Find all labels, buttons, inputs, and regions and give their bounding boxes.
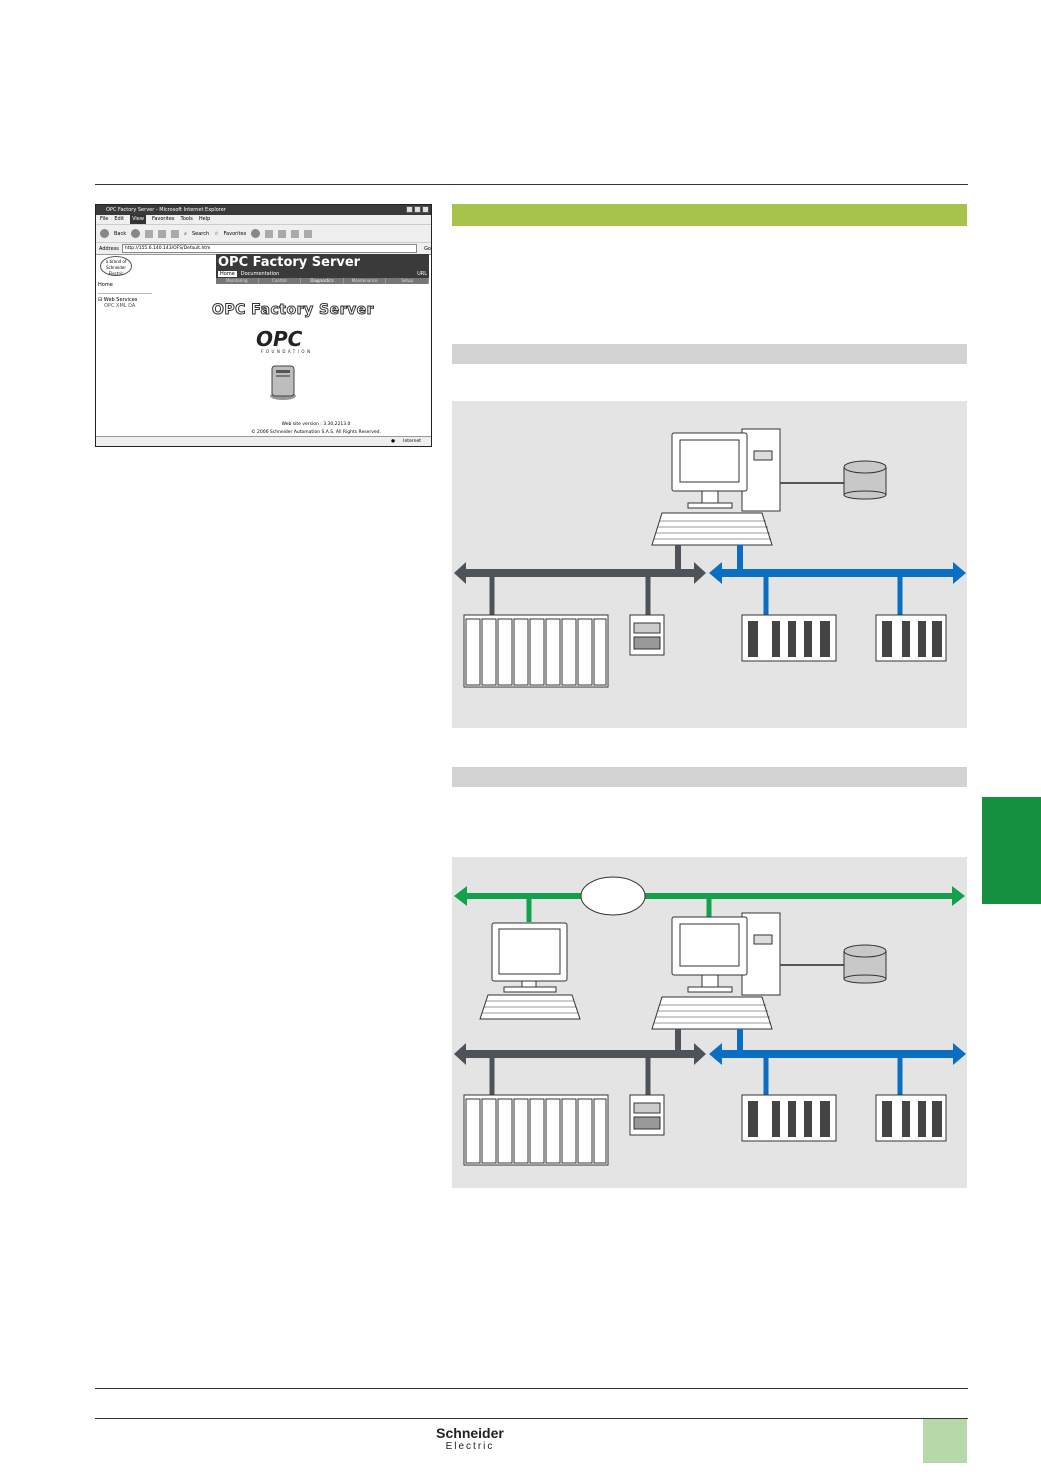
plc-rack <box>463 614 609 688</box>
diagram-1-graphics <box>454 428 966 688</box>
home-icon[interactable] <box>171 229 180 238</box>
compact-plc-1 <box>741 614 837 662</box>
copyright-text: © 2006 Schneider Automation S.A.S. All R… <box>251 430 381 435</box>
favorites-icon[interactable]: ☆ <box>214 230 219 237</box>
architecture-diagram-1 <box>452 401 967 728</box>
maximize-icon[interactable] <box>414 206 421 213</box>
subsection-bar-2 <box>452 767 967 787</box>
blue-network-bus <box>709 1043 966 1065</box>
brand-line-1: Schneider <box>436 1425 504 1441</box>
internet-zone-icon: ● <box>391 439 395 444</box>
menu-bar: File Edit View Favorites Tools Help <box>96 215 431 225</box>
grey-network-bus <box>454 562 706 584</box>
header-tabs: Home Documentation URL <box>216 271 429 277</box>
status-zone: Internet <box>403 439 421 444</box>
minimize-icon[interactable] <box>406 206 413 213</box>
print-icon[interactable] <box>278 229 287 238</box>
edit-icon[interactable] <box>291 229 300 238</box>
database-icon <box>843 944 887 984</box>
compact-plc-2 <box>875 1094 947 1142</box>
tab-monitoring[interactable]: Monitoring <box>216 278 259 284</box>
page-content: a brand of Schneider Electric Home ⊟ Web… <box>96 254 431 437</box>
remote-workstation <box>479 922 581 1020</box>
tab-control[interactable]: Control <box>259 278 302 284</box>
pc-keyboard <box>651 512 773 546</box>
plc-rack <box>463 1094 609 1166</box>
menu-favorites[interactable]: Favorites <box>151 216 175 222</box>
back-icon[interactable] <box>100 229 109 238</box>
browser-toolbar: Back ⌕ Search ☆ Favorites <box>96 225 431 243</box>
database-icon <box>843 460 887 500</box>
forward-icon[interactable] <box>131 229 141 238</box>
opc-foundation-text: FOUNDATION <box>261 349 313 354</box>
go-button[interactable]: Go <box>424 245 431 252</box>
grey-network-bus <box>454 1043 706 1065</box>
architecture-diagram-2 <box>452 857 967 1188</box>
io-module <box>629 614 665 656</box>
status-bar: ● Internet <box>96 436 431 446</box>
nav-opc-xml[interactable]: OPC XML DA <box>104 303 136 309</box>
left-navigation: a brand of Schneider Electric Home ⊟ Web… <box>98 254 152 309</box>
subsection-bar-1 <box>452 344 967 364</box>
schneider-logo: Schneider Electric <box>420 1425 520 1453</box>
opc-logo: OPC <box>256 327 303 351</box>
menu-view[interactable]: View <box>130 215 146 224</box>
search-icon[interactable]: ⌕ <box>184 230 187 237</box>
server-icon <box>270 365 296 400</box>
brand-logo-text: a brand of Schneider Electric <box>105 259 127 276</box>
tab-home[interactable]: Home <box>218 271 237 277</box>
stop-icon[interactable] <box>145 229 154 238</box>
compact-plc-2 <box>875 614 947 662</box>
tab-diagnostics[interactable]: Diagnostics <box>301 278 344 284</box>
blue-network-bus <box>709 562 966 584</box>
window-title: OPC Factory Server - Microsoft Internet … <box>106 207 226 213</box>
section-side-tab <box>982 797 1041 904</box>
version-text: Web site version : 3.30.2213.0 <box>281 422 351 427</box>
io-module <box>629 1094 665 1136</box>
page-number-tab <box>923 1419 967 1463</box>
page-title: OPC Factory Server <box>211 302 375 319</box>
sub-tabs: Monitoring Control Diagnostics Maintenan… <box>216 278 429 284</box>
brand-logo: a brand of Schneider Electric <box>100 256 132 276</box>
address-input[interactable]: http://155.6.140.143/OFS/Default.htm <box>121 244 418 253</box>
footer-rule-1 <box>95 1388 968 1389</box>
tab-documentation[interactable]: Documentation <box>240 271 280 277</box>
section-header-bar <box>452 204 967 226</box>
nav-web-services[interactable]: ⊟ Web Services <box>98 293 152 303</box>
tab-maintenance[interactable]: Maintenance <box>344 278 387 284</box>
top-rule <box>95 184 968 185</box>
messenger-icon[interactable] <box>304 229 313 238</box>
menu-edit[interactable]: Edit <box>114 216 125 222</box>
server-pc <box>651 912 781 1030</box>
media-icon[interactable] <box>251 229 261 238</box>
refresh-icon[interactable] <box>158 229 167 238</box>
server-header-title: OPC Factory Server <box>218 255 361 270</box>
menu-help[interactable]: Help <box>198 216 211 222</box>
menu-file[interactable]: File <box>100 216 109 222</box>
search-label[interactable]: Search <box>191 230 210 237</box>
green-network-bus <box>454 886 965 906</box>
pc-tower <box>741 428 781 512</box>
expand-icon[interactable]: ⊟ <box>98 297 103 303</box>
footer-rule-2 <box>95 1418 968 1419</box>
close-icon[interactable] <box>422 206 429 213</box>
mail-icon[interactable] <box>265 229 274 238</box>
diagram-2-graphics <box>454 876 966 1166</box>
nav-web-services-label: Web Services <box>103 297 138 303</box>
tab-setup[interactable]: Setup <box>386 278 429 284</box>
internet-cloud <box>580 876 646 916</box>
favorites-label[interactable]: Favorites <box>223 230 247 237</box>
menu-tools[interactable]: Tools <box>180 216 193 222</box>
browser-screenshot: OPC Factory Server - Microsoft Internet … <box>95 204 432 447</box>
window-buttons <box>406 206 429 213</box>
address-label: Address <box>99 245 119 252</box>
back-label[interactable]: Back <box>114 230 127 237</box>
server-header: OPC Factory Server Home Documentation UR… <box>216 254 429 284</box>
url-link[interactable]: URL <box>417 271 427 277</box>
compact-plc-1 <box>741 1094 837 1142</box>
window-titlebar: OPC Factory Server - Microsoft Internet … <box>96 205 431 215</box>
brand-line-2: Electric <box>445 1441 495 1452</box>
nav-home[interactable]: Home <box>98 282 113 288</box>
